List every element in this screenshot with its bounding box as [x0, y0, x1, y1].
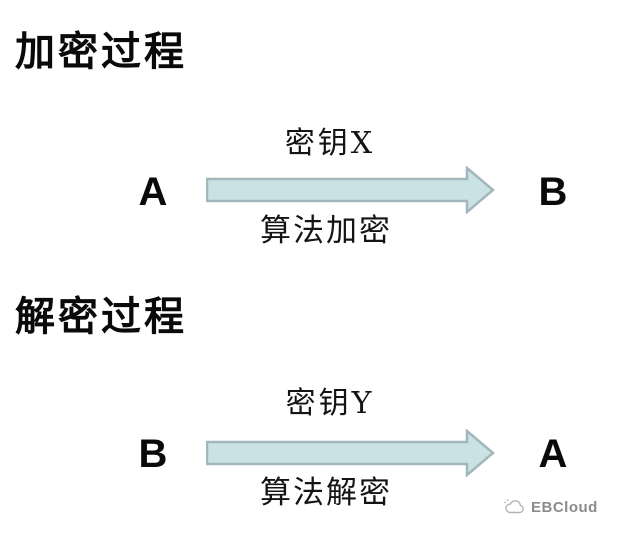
- algorithm-label-encryption: 算法加密: [260, 213, 392, 249]
- watermark: EBCloud: [503, 498, 598, 516]
- node-source-decryption: B: [138, 432, 168, 476]
- key-label-decryption: 密钥Y: [285, 386, 375, 421]
- arrow-right-icon: [206, 429, 495, 477]
- cloud-icon: [504, 499, 524, 514]
- arrow-right-shape: [206, 166, 495, 214]
- node-target-decryption: A: [538, 432, 568, 476]
- arrow-right-icon: [206, 166, 495, 214]
- arrow-right-shape: [206, 429, 495, 477]
- node-source-encryption: A: [138, 170, 168, 214]
- algorithm-label-decryption: 算法解密: [260, 475, 392, 511]
- watermark-brand: EBCloud: [531, 498, 598, 516]
- section-title-encryption: 加密过程: [15, 28, 187, 75]
- key-label-encryption: 密钥X: [284, 126, 376, 161]
- section-title-decryption: 解密过程: [15, 293, 187, 340]
- node-target-encryption: B: [538, 170, 568, 214]
